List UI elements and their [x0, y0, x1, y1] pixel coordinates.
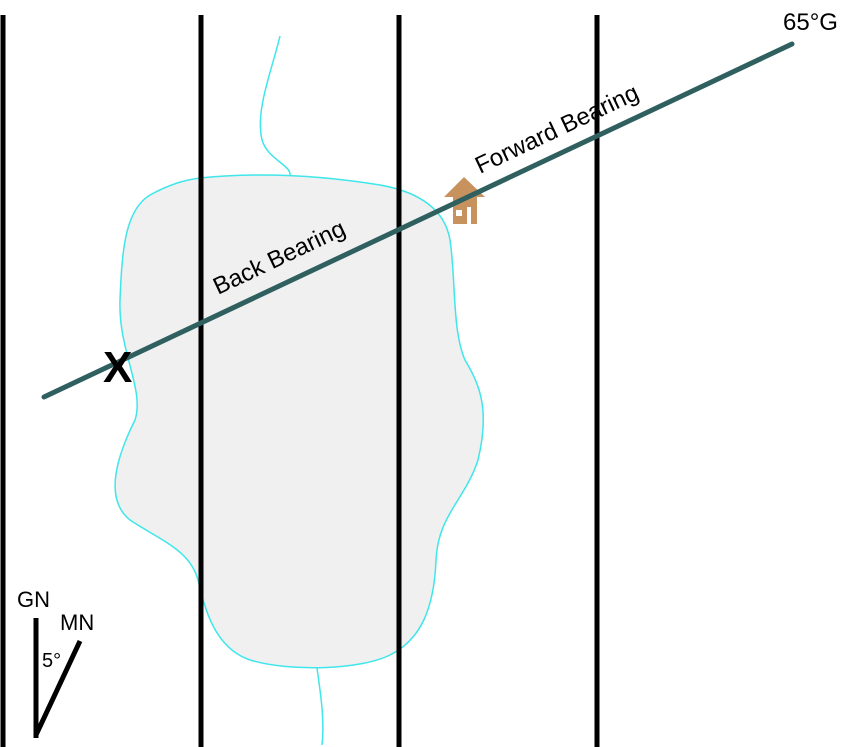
position-marker: X — [103, 343, 132, 392]
grid-north-label: GN — [17, 587, 50, 612]
lake — [114, 174, 485, 669]
magnetic-north-arrow — [33, 639, 83, 737]
stream-south — [316, 667, 324, 746]
declination-label: 5° — [42, 650, 61, 672]
magnetic-north-label: MN — [60, 610, 94, 635]
bearing-line — [41, 41, 795, 400]
forward-bearing-label: Forward Bearing — [471, 79, 643, 179]
stream-north — [259, 35, 291, 177]
bearing-label: 65°G — [783, 9, 838, 36]
